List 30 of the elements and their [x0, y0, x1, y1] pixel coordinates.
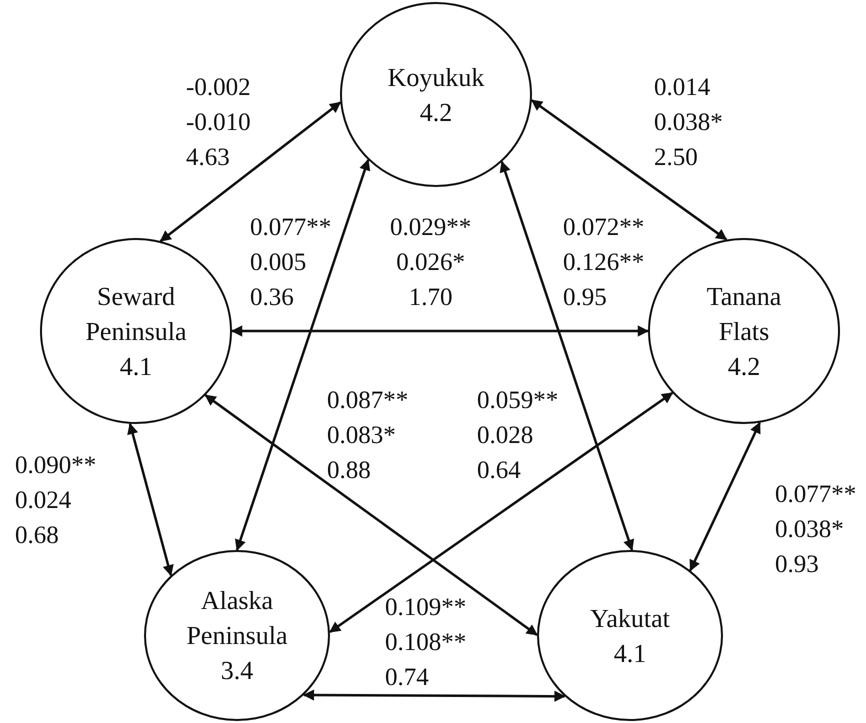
double-arrow — [204, 394, 538, 636]
double-arrow — [500, 160, 634, 551]
population-value: 4.2 — [728, 350, 760, 382]
edge-label: 0.059** 0.028 0.64 — [476, 386, 560, 486]
population-value: 4.1 — [614, 638, 646, 670]
double-arrow — [231, 325, 649, 337]
double-arrow — [160, 101, 342, 242]
population-name: Tanana Flats — [706, 280, 782, 348]
edge-label: 0.077** 0.038* 0.93 — [774, 480, 858, 580]
double-arrow — [127, 422, 174, 576]
double-arrow — [302, 689, 566, 702]
double-arrow — [234, 159, 370, 551]
edge-label: 0.029** 0.026* 1.70 — [389, 213, 472, 313]
population-value: 4.1 — [120, 350, 152, 382]
edge-label: 0.072** 0.126** 0.95 — [562, 213, 646, 313]
double-arrow — [689, 422, 761, 572]
edge-label: 0.090** 0.024 0.68 — [14, 451, 98, 551]
population-value: 4.2 — [420, 96, 452, 128]
edge-label: -0.002 -0.010 4.63 — [185, 73, 252, 173]
edge-label: 0.109** 0.108** 0.74 — [384, 593, 468, 693]
edge-label: 0.087** 0.083* 0.88 — [326, 386, 410, 486]
population-value: 3.4 — [220, 655, 254, 687]
population-name: Yakutat — [590, 602, 670, 634]
double-arrow — [329, 392, 674, 634]
population-name: Alaska Peninsula — [185, 585, 289, 652]
population-name: Seward Peninsula — [84, 280, 188, 348]
edge-label: 0.077** 0.005 0.36 — [249, 213, 332, 313]
edge-label: 0.014 0.038* 2.50 — [653, 73, 724, 173]
double-arrow — [531, 99, 728, 241]
population-name: Koyukuk — [388, 62, 484, 94]
